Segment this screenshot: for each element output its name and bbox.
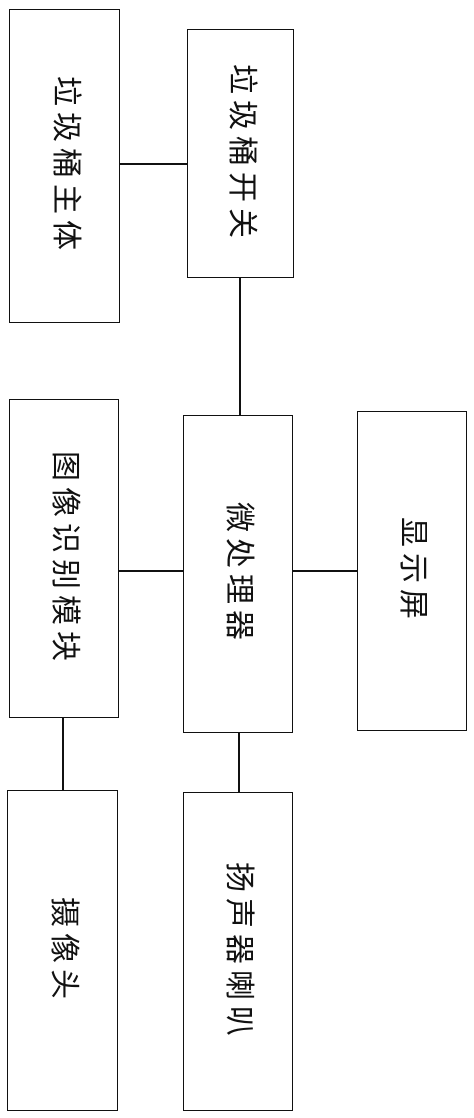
microprocessor-label: 微处理器 (221, 502, 256, 646)
connector-microprocessor-display (293, 570, 357, 572)
speaker-label: 扬声器喇叭 (221, 861, 256, 1042)
camera-box: 摄像头 (7, 790, 118, 1111)
trash-switch-box: 垃圾桶开关 (187, 29, 294, 278)
image-recognition-label: 图像识别模块 (47, 450, 82, 667)
display-label: 显示屏 (395, 517, 430, 625)
camera-label: 摄像头 (45, 896, 81, 1005)
connector-switch-microprocessor (239, 278, 241, 415)
connector-microprocessor-speaker (238, 733, 240, 792)
display-box: 显示屏 (357, 411, 467, 731)
trash-body-box: 垃圾桶主体 (9, 9, 120, 323)
trash-switch-label: 垃圾桶开关 (223, 63, 259, 244)
connector-image-microprocessor (119, 570, 183, 572)
microprocessor-box: 微处理器 (183, 415, 293, 733)
image-recognition-box: 图像识别模块 (9, 399, 119, 718)
trash-body-label: 垃圾桶主体 (47, 76, 83, 256)
connector-image-camera (62, 718, 64, 790)
speaker-box: 扬声器喇叭 (183, 792, 293, 1111)
connector-body-switch (120, 163, 187, 165)
